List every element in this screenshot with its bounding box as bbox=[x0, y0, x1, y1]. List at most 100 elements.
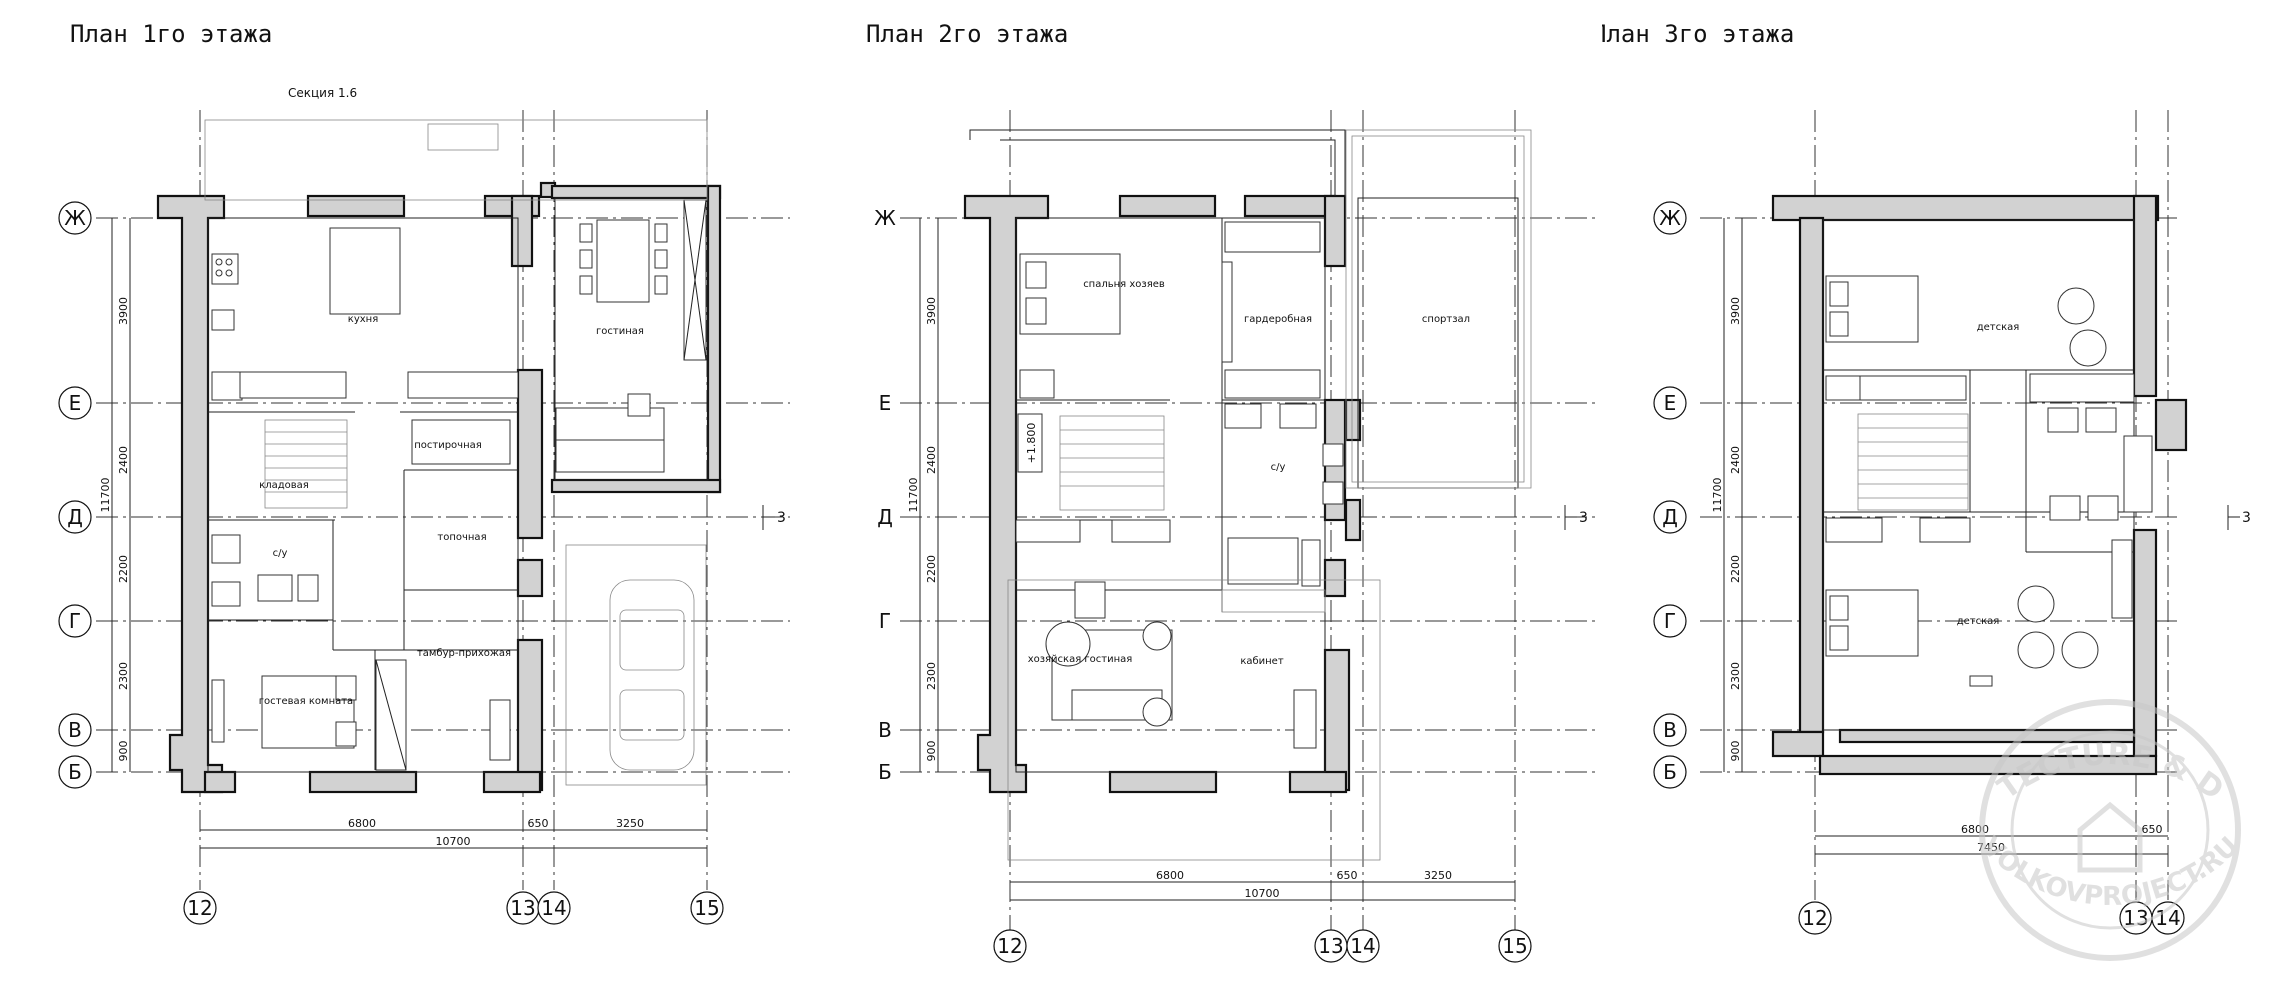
axis-col-label: 13 bbox=[1318, 934, 1343, 958]
section-mark-label: 3 bbox=[1579, 510, 1588, 526]
dim-row: 2200 bbox=[925, 555, 938, 583]
room-label: с/у bbox=[1271, 462, 1286, 473]
room-label: кухня bbox=[348, 314, 378, 325]
dim-total-height: 11700 bbox=[1711, 478, 1724, 513]
plan-1-section-mark: 3 bbox=[762, 505, 786, 530]
room-label: детская bbox=[1977, 322, 2020, 333]
axis-row-label: Е bbox=[879, 391, 892, 415]
axis-col-label: 14 bbox=[1350, 934, 1375, 958]
room-label: спортзал bbox=[1422, 314, 1470, 325]
dim-row: 3900 bbox=[117, 297, 130, 325]
room-label: гардеробная bbox=[1244, 314, 1312, 325]
dim-col: 3250 bbox=[1424, 869, 1452, 882]
plan-3-col-markers: 12 13 14 bbox=[1798, 901, 2185, 935]
dim-row: 900 bbox=[117, 741, 130, 762]
axis-row-label: Г bbox=[69, 609, 81, 633]
level-mark: +1.800 bbox=[1025, 423, 1038, 464]
plan-1-title: План 1го этажа bbox=[70, 20, 272, 48]
plan-3-title: План 3го этажа bbox=[1592, 20, 1794, 48]
axis-row-label: В bbox=[68, 718, 82, 742]
plan-1-col-markers: 12 13 14 15 bbox=[183, 891, 724, 925]
dim-total-width: 10700 bbox=[1245, 887, 1280, 900]
plan-2-col-markers: 12 13 14 15 bbox=[993, 929, 1532, 963]
room-label: спальня хозяев bbox=[1083, 279, 1165, 290]
watermark-stamp: ARCHITECTURE & DESIGN VOLKOVPROJECT.RU bbox=[0, 0, 2245, 961]
axis-row-label: Д bbox=[877, 505, 893, 529]
room-label: топочная bbox=[437, 532, 486, 543]
dim-col: 650 bbox=[1337, 869, 1358, 882]
room-label: гостевая комната bbox=[259, 696, 353, 707]
dim-row: 2400 bbox=[117, 446, 130, 474]
dim-col: 650 bbox=[2142, 823, 2163, 836]
axis-row-label: Д bbox=[67, 505, 83, 529]
plan-3-row-markers: Ж Е Д Г В Б bbox=[1653, 201, 1687, 789]
plan-floor-1: План 1го этажа Секция 1.6 bbox=[58, 20, 790, 925]
dim-row: 2200 bbox=[1729, 555, 1742, 583]
section-mark-label: 3 bbox=[777, 510, 786, 526]
axis-row-label: Е bbox=[69, 391, 82, 415]
axis-row-label: Б bbox=[878, 760, 892, 784]
dim-row: 3900 bbox=[925, 297, 938, 325]
axis-col-label: 15 bbox=[694, 896, 719, 920]
dim-total-height: 11700 bbox=[907, 478, 920, 513]
axis-row-label: Г bbox=[1664, 609, 1676, 633]
dim-row: 2400 bbox=[1729, 446, 1742, 474]
section-mark-label: 3 bbox=[2242, 510, 2251, 526]
room-label: тамбур-прихожая bbox=[417, 648, 511, 659]
house-icon bbox=[2077, 801, 2143, 873]
plan-3-walls bbox=[1771, 194, 2188, 776]
plan-1-dimensions: 3900 2400 2200 2300 900 11700 6800 650 3… bbox=[99, 218, 707, 849]
dim-row: 2300 bbox=[925, 662, 938, 690]
plan-3-furniture bbox=[1825, 275, 2153, 687]
plan-2-section-mark: 3 bbox=[1564, 505, 1588, 530]
plan-1-room-labels: кухня гостиная кладовая постирочная с/у … bbox=[259, 314, 644, 707]
room-label: детская bbox=[1957, 616, 2000, 627]
room-label: кладовая bbox=[259, 480, 309, 491]
dim-col: 650 bbox=[528, 817, 549, 830]
plan-floor-2: План 2го этажа bbox=[866, 20, 1600, 963]
dim-row: 3900 bbox=[1729, 297, 1742, 325]
axis-col-label: 12 bbox=[1802, 906, 1827, 930]
plan-1-section-label: Секция 1.6 bbox=[288, 86, 357, 100]
axis-row-label: В bbox=[1663, 718, 1677, 742]
dim-total-width: 10700 bbox=[436, 835, 471, 848]
room-label: гостиная bbox=[596, 326, 644, 337]
dim-col: 3250 bbox=[616, 817, 644, 830]
plan-2-title: План 2го этажа bbox=[866, 20, 1068, 48]
axis-row-label: Б bbox=[1663, 760, 1677, 784]
room-label: кабинет bbox=[1240, 656, 1284, 667]
axis-row-label: Ж bbox=[1659, 206, 1681, 230]
axis-row-label: Б bbox=[68, 760, 82, 784]
plan-2-furniture: +1.800 bbox=[1007, 221, 1381, 861]
axis-col-label: 13 bbox=[510, 896, 535, 920]
room-label: постирочная bbox=[414, 440, 482, 451]
plan-2-room-labels: спальня хозяев гардеробная спортзал с/у … bbox=[1028, 279, 1470, 667]
plan-2-dimensions: 3900 2400 2200 2300 900 11700 6800 650 3… bbox=[907, 218, 1515, 901]
axis-col-label: 12 bbox=[187, 896, 212, 920]
axis-col-label: 15 bbox=[1502, 934, 1527, 958]
plan-1-furniture bbox=[204, 119, 708, 786]
axis-row-label: Д bbox=[1662, 505, 1678, 529]
dim-total-height: 11700 bbox=[99, 478, 112, 513]
room-label: хозяйская гостиная bbox=[1028, 654, 1133, 665]
dim-row: 900 bbox=[925, 741, 938, 762]
axis-row-label: Е bbox=[1664, 391, 1677, 415]
room-label: с/у bbox=[273, 548, 288, 559]
dim-row: 2200 bbox=[117, 555, 130, 583]
axis-row-label: Ж bbox=[64, 206, 86, 230]
plan-3-room-labels: детская детская bbox=[1957, 322, 2020, 627]
plan-floor-3: План 3го этажа bbox=[1592, 20, 2251, 935]
dim-row: 2300 bbox=[1729, 662, 1742, 690]
plan-1-partitions bbox=[207, 197, 709, 773]
axis-row-label: Ж bbox=[874, 206, 896, 230]
axis-row-label: В bbox=[878, 718, 892, 742]
plan-1-walls bbox=[156, 181, 722, 794]
plan-2-row-markers: Ж Е Д Г В Б bbox=[874, 206, 896, 784]
axis-col-label: 12 bbox=[997, 934, 1022, 958]
dim-row: 900 bbox=[1729, 741, 1742, 762]
dim-col: 6800 bbox=[348, 817, 376, 830]
axis-row-label: Г bbox=[879, 609, 891, 633]
dim-col: 6800 bbox=[1156, 869, 1184, 882]
dim-row: 2400 bbox=[925, 446, 938, 474]
